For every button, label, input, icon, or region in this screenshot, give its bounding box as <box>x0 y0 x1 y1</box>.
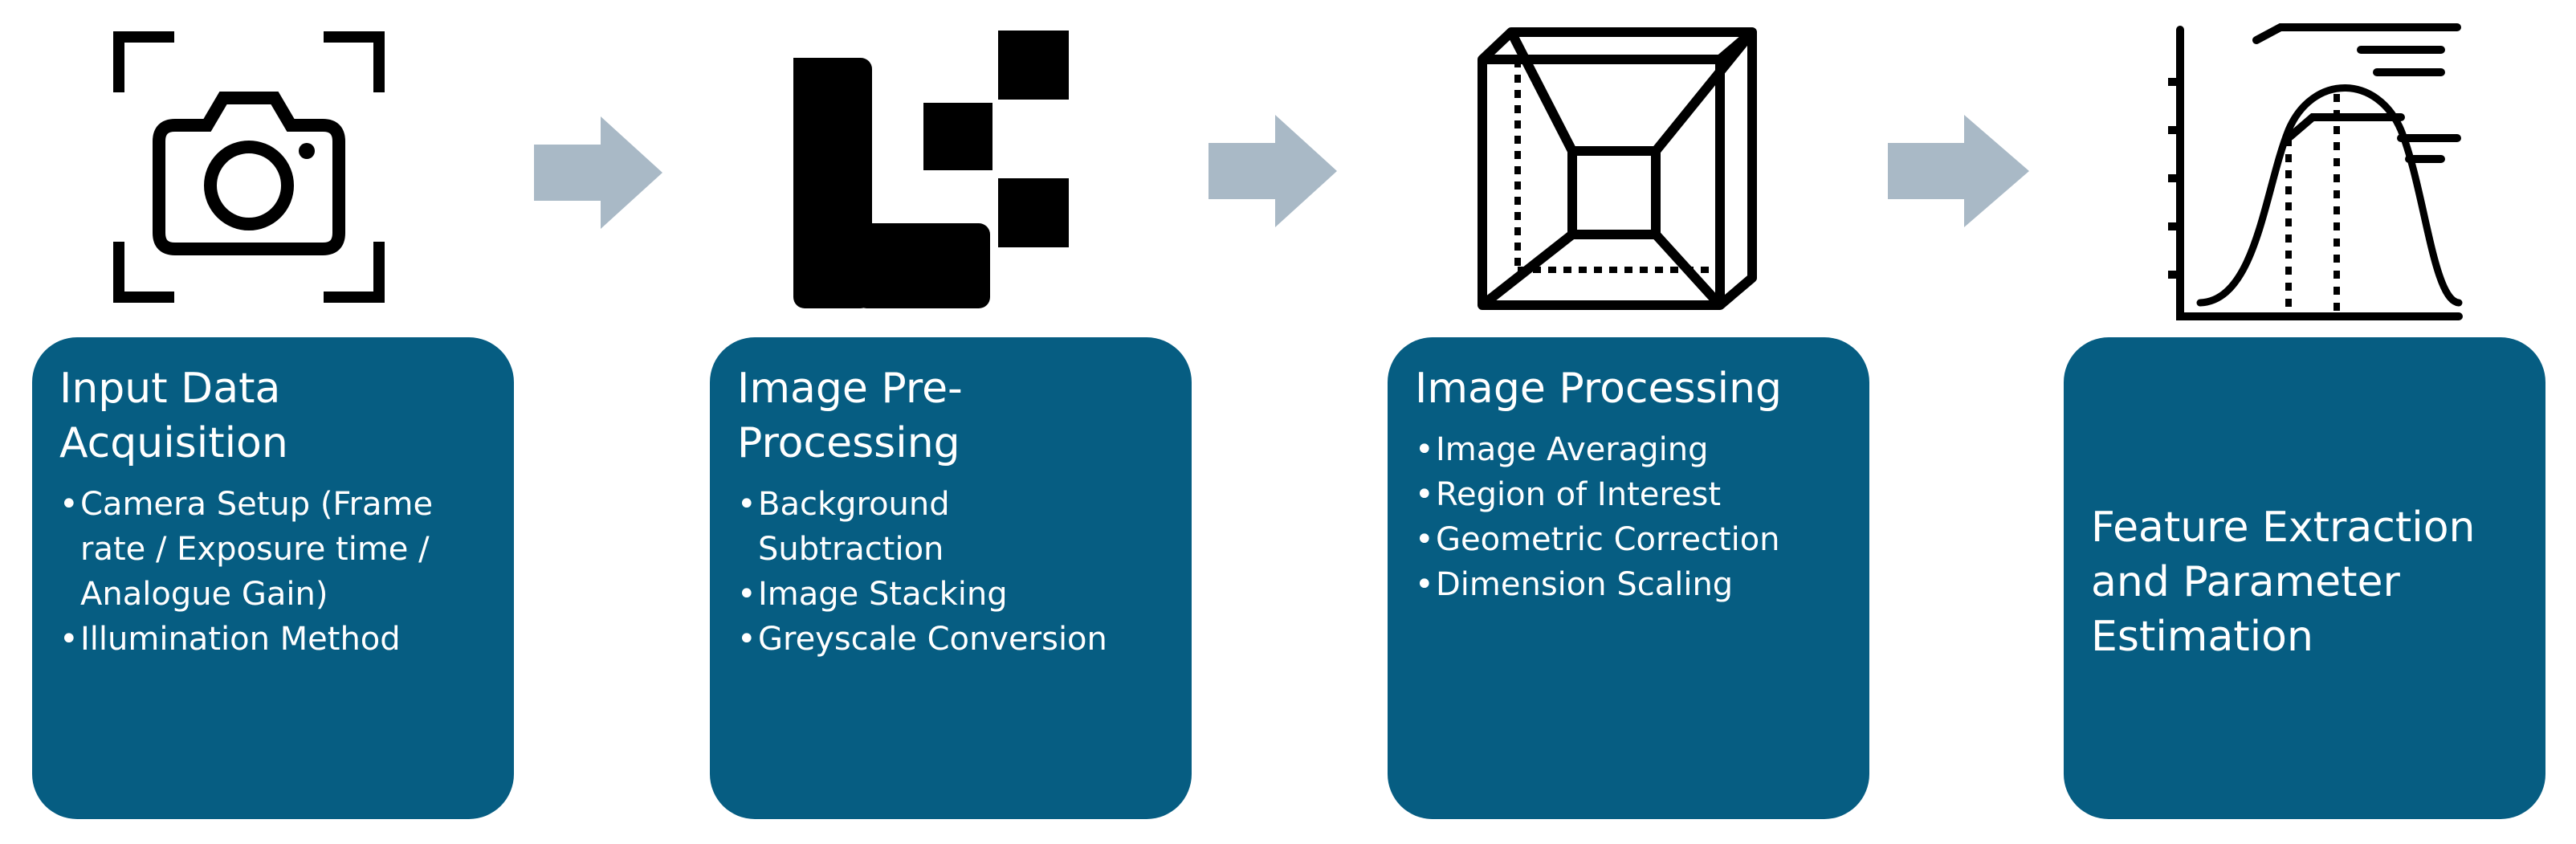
step-title: Image Processing <box>1415 361 1850 416</box>
arrow-2-to-3 <box>1209 115 1337 227</box>
bullet-item: Image Stacking <box>737 572 1172 617</box>
step-title-line: Estimation <box>2091 613 2313 661</box>
step-bullet-list: Image Averaging Region of Interest Geome… <box>1415 427 1850 607</box>
bullet-line: Greyscale Conversion <box>758 621 1107 658</box>
bullet-line: Geometric Correction <box>1436 521 1780 558</box>
step-title-line: Image Processing <box>1415 365 1783 413</box>
step-box-image-processing: Image Processing Image Averaging Region … <box>1388 337 1869 819</box>
step-title-line: Image Pre- <box>737 365 963 413</box>
arrow-1-to-2 <box>534 116 662 229</box>
bullet-line: Background <box>758 486 950 523</box>
bullet-line: Image Stacking <box>758 576 1008 613</box>
bullet-line: Region of Interest <box>1436 476 1722 513</box>
bullet-item: Illumination Method <box>59 617 495 662</box>
bullet-line: Subtraction <box>758 531 944 568</box>
bullet-item: Background Subtraction <box>737 482 1172 572</box>
bullet-item: Dimension Scaling <box>1415 562 1850 607</box>
step-title-line: Acquisition <box>59 419 288 467</box>
bullet-item: Region of Interest <box>1415 472 1850 517</box>
bullet-item: Greyscale Conversion <box>737 617 1172 662</box>
bullet-line: Image Averaging <box>1436 431 1709 468</box>
image-stacking-icon <box>793 31 1069 308</box>
step-title-line: and Parameter <box>2091 558 2400 606</box>
bullet-line: Illumination Method <box>80 621 401 658</box>
bullet-line: Analogue Gain) <box>80 576 328 613</box>
step-box-input-data-acquisition: Input Data Acquisition Camera Setup (Fra… <box>32 337 514 819</box>
bullet-item: Image Averaging <box>1415 427 1850 472</box>
step-title-line: Input Data <box>59 365 281 413</box>
wireframe-cube-icon <box>1478 27 1757 310</box>
step-title-line: Feature Extraction <box>2091 504 2476 552</box>
bullet-line: Dimension Scaling <box>1436 566 1734 603</box>
camera-focus-icon <box>113 31 385 303</box>
step-bullet-list: Camera Setup (Frame rate / Exposure time… <box>59 482 495 662</box>
step-title-line: Processing <box>737 419 960 467</box>
step-box-feature-extraction: Feature Extraction and Parameter Estimat… <box>2064 337 2545 819</box>
bullet-item: Geometric Correction <box>1415 517 1850 562</box>
step-box-image-pre-processing: Image Pre- Processing Background Subtrac… <box>710 337 1192 819</box>
bullet-line: Camera Setup (Frame <box>80 486 434 523</box>
step-title: Input Data Acquisition <box>59 361 495 471</box>
bullet-line: rate / Exposure time / <box>80 531 430 568</box>
bullet-item: Camera Setup (Frame rate / Exposure time… <box>59 482 495 617</box>
step-title: Image Pre- Processing <box>737 361 1172 471</box>
step-title: Feature Extraction and Parameter Estimat… <box>2091 500 2476 664</box>
arrow-3-to-4 <box>1888 115 2029 227</box>
step-bullet-list: Background Subtraction Image Stacking Gr… <box>737 482 1172 662</box>
distribution-curve-icon <box>2168 23 2463 320</box>
